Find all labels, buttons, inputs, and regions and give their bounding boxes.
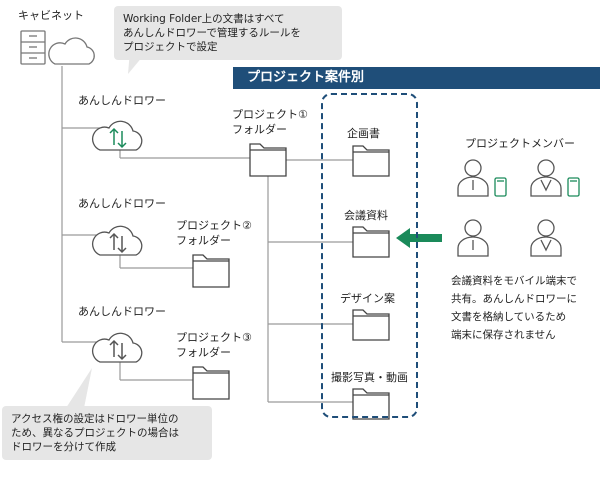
drawer-cloud-icon-3 (91, 332, 143, 363)
cabinet-label: キャビネット (18, 9, 84, 22)
project-folder-icon-1 (249, 143, 287, 177)
bubble-bottom-line-3: ドロワーを分けて作成 (11, 441, 116, 453)
drawer-label-1: あんしんドロワー (78, 94, 166, 107)
members-title: プロジェクトメンバー (465, 137, 575, 150)
subfolder-label-3: デザイン案 (340, 292, 395, 305)
project-1-line-1: プロジェクト① (232, 108, 308, 121)
member-icon-3 (457, 219, 489, 257)
bubble-top-line-2: あんしんドロワーで管理するルールを (123, 27, 301, 39)
cabinet-icon (20, 30, 46, 65)
note-line-1: 会議資料をモバイル端末で (451, 275, 577, 287)
member-icon-4 (530, 219, 562, 257)
bubble-bottom-line-2: ため、異なるプロジェクトの場合は (11, 427, 179, 439)
subfolder-group (321, 93, 418, 418)
project-banner: プロジェクト案件別 (233, 67, 600, 89)
bubble-top-line-1: Working Folder上の文書はすべて (123, 13, 285, 25)
bubble-bottom-tail (66, 368, 92, 408)
project-2-line-1: プロジェクト② (176, 219, 252, 232)
project-label-3: プロジェクト③ フォルダー (176, 330, 252, 360)
project-2-line-2: フォルダー (176, 234, 231, 247)
note-line-2: 共有。あんしんドロワーに (451, 293, 577, 305)
drawer-cloud-icon-1 (91, 120, 143, 151)
drawer-label-2: あんしんドロワー (78, 197, 166, 210)
subfolder-icon-4 (352, 388, 390, 420)
subfolder-label-1: 企画書 (347, 127, 380, 140)
project-folder-icon-2 (192, 254, 230, 288)
bubble-top-line-3: プロジェクトで設定 (123, 41, 218, 53)
share-arrow-icon (396, 228, 442, 248)
info-bubble-bottom: アクセス権の設定はドロワー単位の ため、異なるプロジェクトの場合は ドロワーを分… (2, 406, 212, 460)
cloud-storage-icon (48, 37, 95, 65)
member-icon-1 (457, 159, 489, 197)
bubble-bottom-line-1: アクセス権の設定はドロワー単位の (11, 413, 179, 425)
project-3-line-2: フォルダー (176, 346, 231, 359)
member-icon-2 (530, 159, 562, 197)
mobile-note: 会議資料をモバイル端末で 共有。あんしんドロワーに 文書を格納しているため 端末… (451, 272, 577, 344)
drawer-cloud-icon-2 (91, 225, 143, 256)
subfolder-label-2: 会議資料 (344, 209, 388, 222)
subfolder-icon-2 (352, 226, 390, 258)
project-folder-icon-3 (192, 366, 230, 400)
subfolder-icon-3 (352, 309, 390, 341)
note-line-3: 文書を格納しているため (451, 311, 567, 323)
project-label-1: プロジェクト① フォルダー (232, 107, 308, 137)
project-1-line-2: フォルダー (232, 123, 287, 136)
subfolder-icon-1 (352, 145, 390, 177)
drawer-label-3: あんしんドロワー (78, 305, 166, 318)
project-3-line-1: プロジェクト③ (176, 331, 252, 344)
info-bubble-top: Working Folder上の文書はすべて あんしんドロワーで管理するルールを… (114, 6, 342, 60)
project-label-2: プロジェクト② フォルダー (176, 218, 252, 248)
smartphone-icon-2 (567, 177, 580, 197)
note-line-4: 端末に保存されません (451, 329, 556, 341)
subfolder-label-4: 撮影写真・動画 (331, 371, 408, 384)
smartphone-icon-1 (494, 177, 507, 197)
